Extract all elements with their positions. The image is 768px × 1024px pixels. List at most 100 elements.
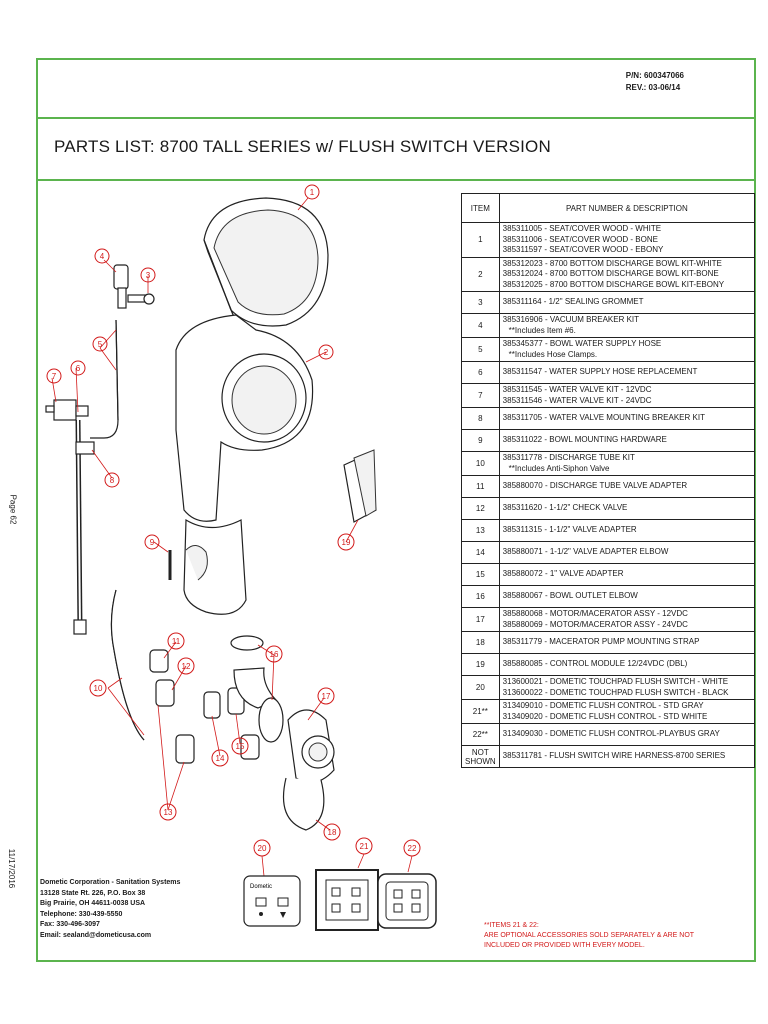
svg-text:1: 1 xyxy=(310,188,315,197)
callout-13: 13 xyxy=(159,803,177,821)
part-description: 385311620 - 1-1/2" CHECK VALVE xyxy=(498,497,756,520)
company-contact-block: Dometic Corporation - Sanitation Systems… xyxy=(40,878,180,942)
callout-11: 11 xyxy=(167,632,185,650)
company-name: Dometic Corporation - Sanitation Systems xyxy=(40,879,181,886)
flush-switch-panels: 20 Dometic 21 22 xyxy=(243,837,437,931)
callout-8: 8 xyxy=(104,472,120,488)
part-line: 385880085 - CONTROL MODULE 12/24VDC (DBL… xyxy=(502,659,688,669)
item-number: 4 xyxy=(461,313,500,338)
part-line: 385311006 - SEAT/COVER WOOD - BONE xyxy=(502,234,658,244)
callout-1: 1 xyxy=(304,184,320,200)
callout-4: 4 xyxy=(94,248,110,264)
header-divider xyxy=(36,117,756,119)
item-number: 15 xyxy=(461,563,500,586)
item-number: 17 xyxy=(461,607,500,632)
svg-text:Dometic: Dometic xyxy=(250,884,272,890)
item-number: 13 xyxy=(461,519,500,542)
part-description: 385311779 - MACERATOR PUMP MOUNTING STRA… xyxy=(498,631,756,654)
part-line: 385311545 - WATER VALVE KIT - 12VDC xyxy=(502,385,652,394)
flush-control-22: 22 xyxy=(377,839,437,929)
part-description: 385880067 - BOWL OUTLET ELBOW xyxy=(498,585,756,608)
callout-10: 10 xyxy=(89,679,107,697)
part-line: 385311022 - BOWL MOUNTING HARDWARE xyxy=(502,435,667,445)
item-number: 8 xyxy=(461,407,500,430)
callout-2: 2 xyxy=(318,344,334,360)
item-number: 14 xyxy=(461,541,500,564)
water-valve-part xyxy=(45,399,89,635)
part-line: 385312025 - 8700 BOTTOM DISCHARGE BOWL K… xyxy=(502,279,725,289)
part-number-block: P/N: 600347066 REV.: 03-06/14 xyxy=(626,70,684,94)
svg-text:20: 20 xyxy=(258,844,267,853)
note-line: ARE OPTIONAL ACCESSORIES SOLD SEPARATELY… xyxy=(484,932,695,939)
svg-text:22: 22 xyxy=(408,844,417,853)
callout-group: 1 2 3 4 5 6 7 8 9 10 11 12 13 14 15 16 1… xyxy=(46,184,355,841)
supply-hose-part xyxy=(90,319,119,439)
part-description: 385311778 - DISCHARGE TUBE KIT **Include… xyxy=(498,451,756,476)
part-line: 385880071 - 1-1/2" VALVE ADAPTER ELBOW xyxy=(502,547,669,557)
part-line: 385880068 - MOTOR/MACERATOR ASSY - 12VDC xyxy=(502,609,688,618)
item-number: 3 xyxy=(461,291,500,314)
note-line: INCLUDED OR PROVIDED WITH EVERY MODEL. xyxy=(484,942,645,949)
flush-control-21: 21 xyxy=(315,837,379,931)
part-line: 385316906 - VACUUM BREAKER KIT xyxy=(502,315,640,324)
item-number: 9 xyxy=(461,429,500,452)
page-number: Page 62 xyxy=(8,494,18,525)
part-line: **Includes Anti-Siphon Valve xyxy=(508,463,610,473)
print-date: 11/17/2016 xyxy=(7,848,17,889)
part-line: 385312024 - 8700 BOTTOM DISCHARGE BOWL K… xyxy=(502,269,719,278)
part-description: 385316906 - VACUUM BREAKER KIT **Include… xyxy=(498,313,756,338)
company-fax: Fax: 330-496-3097 xyxy=(40,921,100,929)
item-number: 21** xyxy=(461,699,500,724)
part-line: 385311315 - 1-1/2" VALVE ADAPTER xyxy=(502,525,637,535)
item-number: NOT SHOWN xyxy=(461,745,500,768)
note-line: **ITEMS 21 & 22: xyxy=(484,922,539,929)
item-number: 20 xyxy=(461,675,500,700)
part-description: 385880085 - CONTROL MODULE 12/24VDC (DBL… xyxy=(498,653,756,676)
part-description: 385311547 - WATER SUPPLY HOSE REPLACEMEN… xyxy=(498,361,756,384)
callout-9: 9 xyxy=(144,534,160,550)
control-module-part xyxy=(343,449,377,523)
description-column-header: PART NUMBER & DESCRIPTION xyxy=(498,193,756,223)
part-line: 385311620 - 1-1/2" CHECK VALVE xyxy=(502,503,628,513)
callout-12: 12 xyxy=(177,657,195,675)
part-line: 385311705 - WATER VALVE MOUNTING BREAKER… xyxy=(502,413,705,423)
part-line: 385311164 - 1/2" SEALING GROMMET xyxy=(502,297,644,307)
callout-19: 19 xyxy=(337,533,355,551)
part-description: 313409010 - DOMETIC FLUSH CONTROL - STD … xyxy=(498,699,756,724)
svg-text:6: 6 xyxy=(76,364,81,373)
outlet-elbow-part xyxy=(230,635,284,743)
callout-6: 6 xyxy=(70,360,86,376)
svg-text:18: 18 xyxy=(328,828,337,837)
svg-text:10: 10 xyxy=(94,684,103,693)
bowl-part xyxy=(175,314,314,615)
part-line: 385345377 - BOWL WATER SUPPLY HOSE xyxy=(502,339,662,348)
item-column-header: ITEM xyxy=(461,193,500,223)
item-number: 19 xyxy=(461,653,500,676)
callout-7: 7 xyxy=(46,368,62,384)
svg-text:14: 14 xyxy=(216,754,225,763)
part-number: P/N: 600347066 xyxy=(625,71,684,80)
part-line: 313409030 - DOMETIC FLUSH CONTROL-PLAYBU… xyxy=(502,729,720,739)
item-number: 1 xyxy=(461,222,500,258)
svg-text:3: 3 xyxy=(146,271,151,280)
callout-16: 16 xyxy=(265,645,283,663)
callout-14: 14 xyxy=(211,749,229,767)
title-divider xyxy=(36,179,756,181)
vacuum-breaker-part xyxy=(113,264,155,309)
part-line: 313600021 - DOMETIC TOUCHPAD FLUSH SWITC… xyxy=(502,677,729,686)
part-line: 385311547 - WATER SUPPLY HOSE REPLACEMEN… xyxy=(502,367,698,377)
part-line: 313409010 - DOMETIC FLUSH CONTROL - STD … xyxy=(502,701,704,710)
svg-text:9: 9 xyxy=(150,538,155,547)
part-description: 385345377 - BOWL WATER SUPPLY HOSE **Inc… xyxy=(498,337,756,362)
